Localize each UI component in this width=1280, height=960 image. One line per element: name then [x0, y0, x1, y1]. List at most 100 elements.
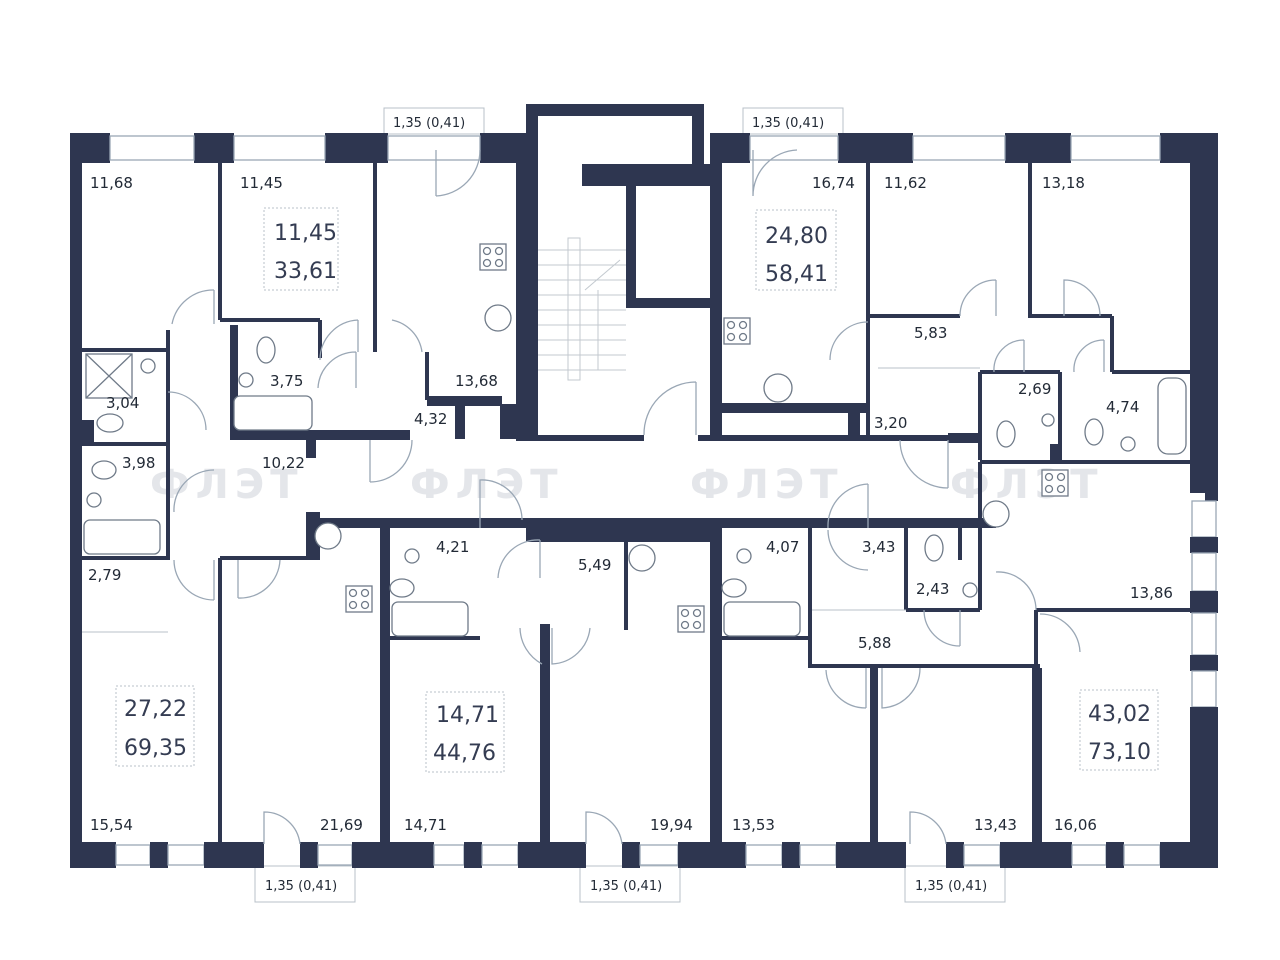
room-area: 13,43	[974, 816, 1017, 834]
plan-shape	[1191, 670, 1217, 708]
plan-shape	[204, 842, 264, 868]
doors	[167, 149, 1105, 845]
stove-icon	[723, 317, 751, 345]
sink-icon	[484, 304, 512, 332]
apartment-box: 11,45 33,61	[263, 207, 339, 291]
total-area: 69,35	[124, 736, 187, 761]
toilet-icon	[924, 534, 944, 562]
plan-shape	[230, 325, 238, 435]
plan-shape	[1070, 135, 1161, 161]
plan-shape	[516, 133, 538, 439]
apartment-box: 24,80 58,41	[755, 209, 837, 291]
room-area: 14,71	[404, 816, 447, 834]
sink-icon	[314, 522, 342, 550]
room-area: 4,32	[414, 410, 447, 428]
plan-shape	[1190, 537, 1218, 553]
plan-shape	[70, 133, 82, 868]
plan-shape	[723, 601, 801, 637]
shower-icon	[85, 353, 133, 399]
room-area: 15,54	[90, 816, 133, 834]
plan-shape	[993, 339, 1105, 373]
stove-icon	[1041, 469, 1069, 497]
plan-shape	[256, 336, 276, 364]
plan-shape	[238, 372, 254, 388]
plan-shape	[1120, 436, 1136, 452]
plan-shape	[755, 209, 837, 291]
plan-shape	[348, 600, 358, 610]
plan-shape	[738, 320, 748, 330]
plan-shape	[825, 667, 921, 709]
plan-shape	[425, 691, 505, 773]
fixtures	[83, 243, 1187, 637]
plan-shape	[582, 164, 710, 186]
plan-shape	[1190, 707, 1218, 868]
plan-shape	[749, 135, 839, 161]
plan-shape	[173, 469, 215, 601]
toilet-icon	[389, 578, 415, 598]
interior-walls	[82, 133, 1190, 844]
stove-icon	[479, 243, 507, 271]
room-area: 2,43	[916, 580, 949, 598]
plan-shape	[389, 578, 415, 598]
balcony-area: 1,35 (0,41)	[393, 116, 465, 131]
room-area: 3,75	[270, 372, 303, 390]
plan-shape	[1079, 689, 1159, 771]
sink-icon	[962, 582, 978, 598]
plan-shape	[710, 133, 722, 439]
plan-shape	[726, 332, 736, 342]
sink-icon	[86, 492, 102, 508]
balcony-outline	[383, 107, 485, 135]
plan-shape	[83, 519, 161, 555]
plan-shape	[782, 842, 800, 868]
room-area: 4,21	[436, 538, 469, 556]
room-area: 5,83	[914, 324, 947, 342]
stove-icon	[345, 585, 373, 613]
plan-shape	[721, 578, 747, 598]
plan-shape	[369, 439, 413, 483]
plan-shape	[230, 430, 410, 440]
plan-shape	[1190, 591, 1218, 613]
plan-shape	[946, 842, 964, 868]
plan-shape	[263, 811, 301, 845]
plan-shape	[745, 844, 783, 866]
plan-shape	[738, 332, 748, 342]
plan-shape	[639, 844, 679, 866]
plan-shape	[479, 479, 523, 528]
plan-shape	[924, 534, 944, 562]
plan-shape	[1123, 844, 1161, 866]
bathtub-icon	[1157, 377, 1187, 455]
plan-shape	[722, 403, 868, 413]
watermark-2: ФЛЭТ	[410, 462, 564, 508]
plan-shape	[168, 440, 318, 448]
room-area: 3,20	[874, 414, 907, 432]
bathtub-icon	[723, 601, 801, 637]
living-area: 43,02	[1088, 702, 1151, 727]
plan-shape	[1191, 612, 1217, 656]
plan-shape	[526, 104, 704, 116]
plan-shape	[481, 844, 519, 866]
plan-shape	[1041, 469, 1069, 497]
plan-shape	[677, 605, 705, 633]
plan-shape	[482, 246, 492, 256]
plan-shape	[82, 420, 94, 444]
plan-shape	[518, 842, 586, 868]
plan-shape	[1005, 133, 1071, 163]
plan-shape	[494, 258, 504, 268]
toilet-icon	[256, 336, 276, 364]
plan-shape	[1191, 500, 1217, 538]
plan-shape	[433, 844, 465, 866]
sink-icon	[1041, 413, 1055, 427]
plan-shape	[319, 319, 423, 361]
apartment-box: 43,02 73,10	[1079, 689, 1159, 771]
plan-shape	[736, 548, 752, 564]
watermark-group: ФЛЭТ ФЛЭТ ФЛЭТ ФЛЭТ	[150, 462, 1098, 508]
plan-shape	[380, 524, 390, 844]
bathtub-icon	[391, 601, 469, 637]
plan-shape	[1050, 444, 1060, 460]
room-area: 16,06	[1054, 816, 1097, 834]
room-area: 3,43	[862, 538, 895, 556]
plan-shape	[85, 353, 133, 399]
plan-shape	[220, 556, 320, 560]
plan-shape	[317, 844, 353, 866]
plan-shape	[348, 588, 358, 598]
